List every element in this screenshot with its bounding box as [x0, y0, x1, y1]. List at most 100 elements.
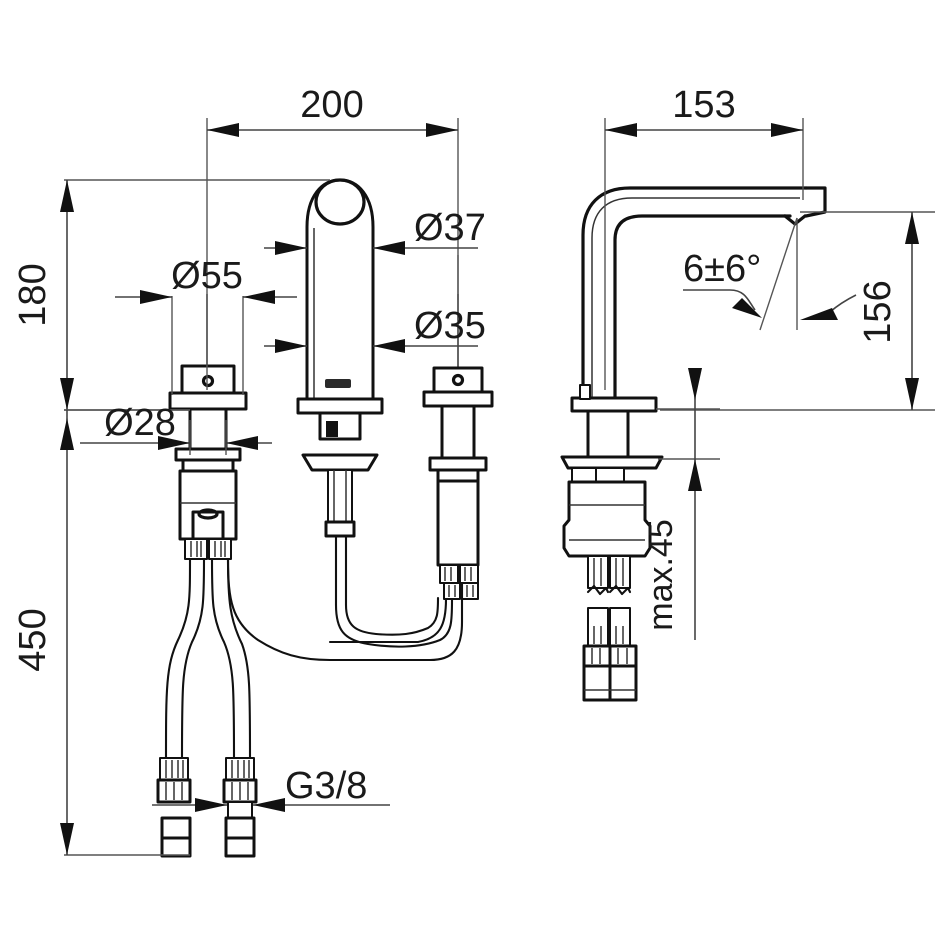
side-end-sleeve-left: [582, 664, 612, 702]
fitting-right-thread-sleeve: [224, 816, 256, 840]
dimension-450: 450: [12, 409, 190, 856]
dimension-max45: max.45: [642, 368, 720, 640]
side-break-line-b: [608, 584, 632, 596]
arrow-180-top: [60, 180, 74, 212]
dimension-156: 156: [660, 211, 935, 411]
spout-stud-thread-lines: [333, 470, 347, 522]
spout-side-wall-hairline: [591, 197, 800, 398]
side-deck-washer: [560, 455, 664, 470]
angle-leader-line: [683, 289, 756, 311]
hose-left-outer-left-edge: [164, 557, 192, 760]
dim-label-d55: Ø55: [171, 255, 243, 297]
right-valve-neck: [440, 404, 476, 460]
hose-left-outer-right-edge: [180, 557, 206, 760]
dimension-d37: Ø37: [264, 207, 486, 255]
dimension-200: 200: [206, 84, 459, 390]
dimension-g38: G3/8: [152, 765, 390, 812]
arrow-d35-right: [373, 339, 405, 353]
arrow-angle-right: [800, 308, 838, 320]
dim-label-d37: Ø37: [414, 207, 486, 249]
dim-label-max45: max.45: [642, 519, 680, 631]
dim-label-d28: Ø28: [104, 402, 176, 444]
hose-right-down-curve: [328, 597, 448, 644]
side-rod-seg-b2: [609, 607, 631, 647]
side-mount-body: [562, 480, 652, 558]
hose-center-spout-supply-a: [334, 598, 454, 648]
fitting-left-hex-ribs: [165, 782, 183, 800]
spout-threaded-stud: [327, 469, 353, 523]
arrow-g38-right: [253, 798, 285, 812]
arrow-d37-left: [275, 241, 307, 255]
arrow-153-right: [771, 123, 803, 137]
arrow-d55-right: [243, 290, 275, 304]
side-rod-nut-left: [582, 644, 612, 668]
left-deck-nut: [181, 458, 235, 473]
right-hose-collar-a: [439, 564, 459, 584]
left-handle-valve: [168, 294, 248, 560]
side-deck-nut-b: [595, 467, 625, 483]
dim-label-156: 156: [857, 280, 899, 343]
left-valve-neck: [188, 407, 228, 451]
dimension-d55: Ø55: [115, 255, 297, 395]
brand-logo-icon: [325, 379, 351, 388]
side-break-line-a: [586, 584, 610, 596]
left-deck-washer: [174, 447, 242, 462]
arrow-156-bottom: [905, 378, 919, 410]
spout-body: [305, 178, 375, 401]
side-rod-nut-ribs: [591, 648, 628, 664]
fitting-right-upper-ribs: [231, 760, 250, 778]
hose-left-to-right-routing-upper: [226, 557, 464, 662]
spout-side-inner-profile: [613, 214, 792, 400]
right-deck-nut: [436, 468, 480, 483]
dimension-angle: 6±6°: [683, 217, 857, 331]
dim-label-d35: Ø35: [414, 305, 486, 347]
side-rod-ribs-a: [593, 558, 624, 586]
front-view-group: [156, 178, 494, 858]
hose-left-inner-left-edge: [210, 557, 236, 760]
spout-tail-tube: [334, 534, 348, 607]
arrow-156-top: [905, 212, 919, 244]
dim-label-g38: G3/8: [285, 765, 367, 807]
dimension-d28: Ø28: [80, 402, 272, 455]
fitting-right-thread-end: [224, 836, 256, 858]
right-valve-body: [436, 479, 480, 567]
arrow-450-top: [60, 418, 74, 450]
arrow-d35-left: [275, 339, 307, 353]
left-handle-pivot-screw: [201, 374, 215, 388]
side-rod-seg-a2: [609, 555, 631, 589]
side-valve-neck: [586, 409, 630, 459]
arrow-angle-left: [732, 298, 762, 318]
right-handle-cap: [432, 366, 484, 394]
dim-label-angle: 6±6°: [683, 248, 761, 290]
left-valve-outlet-boss: [191, 510, 225, 541]
arrow-d55-left: [140, 290, 172, 304]
left-hose-collar-a: [184, 538, 208, 560]
fitting-left-thread-end: [160, 836, 192, 858]
spout-seal-washer: [301, 453, 379, 472]
right-hose-collar-ribs: [444, 567, 474, 597]
side-rod-seg-b1: [587, 607, 609, 647]
dimension-153: 153: [604, 84, 804, 390]
spout-lock-nut: [324, 520, 356, 538]
right-handle-pivot-screw: [451, 373, 465, 387]
dimension-d35: Ø35: [264, 255, 486, 353]
arrow-180-bottom: [60, 378, 74, 410]
flexible-supply-hoses: [156, 557, 464, 858]
dim-label-450: 450: [12, 608, 54, 671]
right-hose-collar-c: [443, 582, 461, 600]
arrow-450-bottom: [60, 823, 74, 855]
fitting-left-upper-collar: [159, 757, 189, 781]
side-mount-body-seams: [569, 504, 645, 541]
spout-base-flange: [296, 397, 384, 415]
hose-end-fitting-left: [156, 757, 192, 858]
spout-top-opening: [314, 178, 366, 226]
side-rod-seg-a1: [587, 555, 609, 589]
fitting-left-thread-sleeve: [160, 816, 192, 840]
side-rod-ribs-b: [593, 626, 624, 644]
dim-label-200: 200: [300, 84, 363, 126]
arrow-d37-right: [373, 241, 405, 255]
side-view-group: [560, 186, 827, 702]
arrow-max45-down: [688, 459, 702, 491]
